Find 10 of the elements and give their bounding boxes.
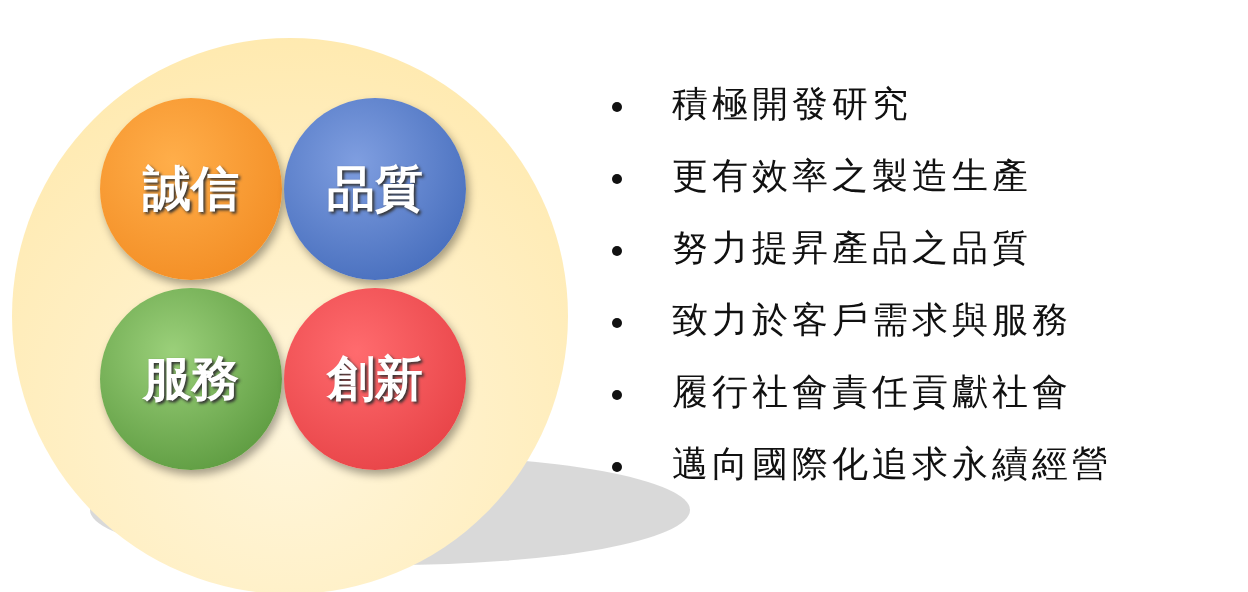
value-label: 品質	[327, 159, 423, 218]
bullet-text: 積極開發研究	[672, 82, 912, 126]
value-label: 創新	[327, 349, 423, 408]
bullet-text: 更有效率之製造生產	[672, 154, 1032, 198]
bullet-text: 努力提昇產品之品質	[672, 226, 1032, 270]
value-label: 服務	[143, 349, 239, 408]
bullet-text: 履行社會責任貢獻社會	[672, 370, 1072, 414]
bullet-text: 邁向國際化追求永續經營	[672, 442, 1112, 486]
value-label: 誠信	[143, 159, 239, 218]
bullet-text: 致力於客戶需求與服務	[672, 298, 1072, 342]
